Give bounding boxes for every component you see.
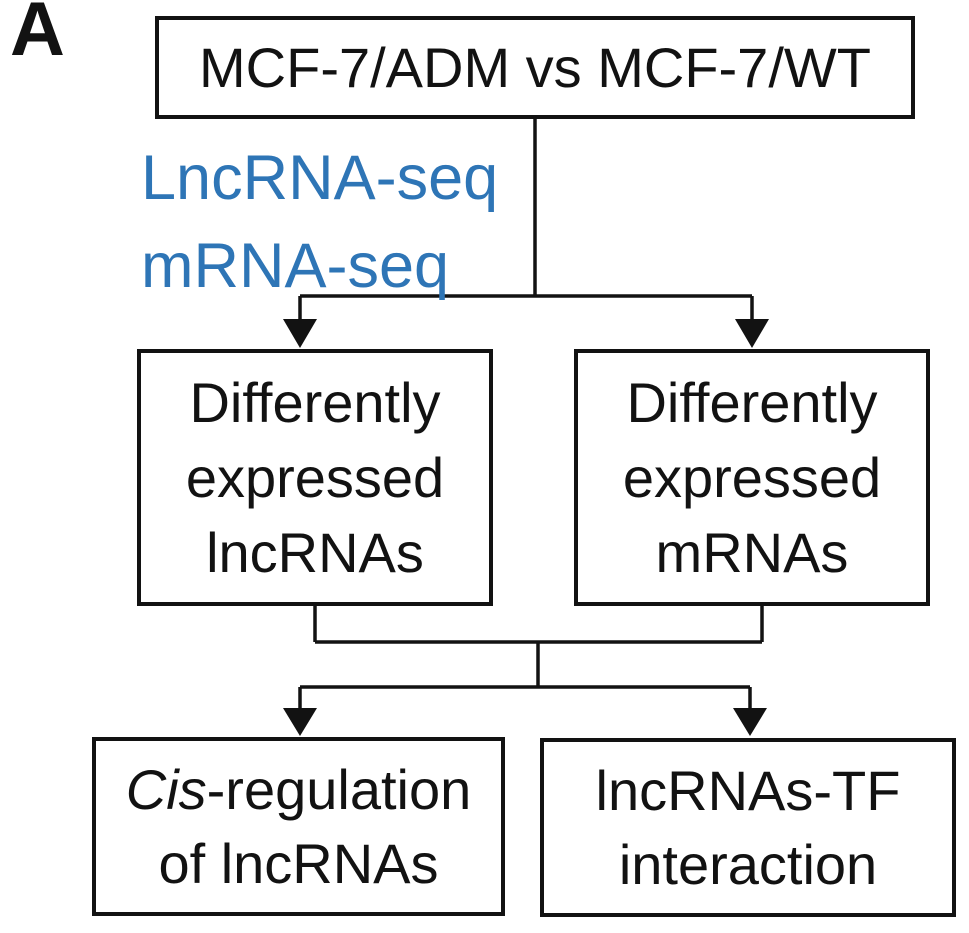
de-mrnas-box: Differently expressed mRNAs <box>574 349 930 606</box>
de-lncrnas-box: Differently expressed lncRNAs <box>137 349 493 606</box>
lncrna-seq-label: LncRNA-seq <box>141 143 499 213</box>
mrna-seq-label: mRNA-seq <box>141 231 450 301</box>
comparison-box: MCF-7/ADM vs MCF-7/WT <box>155 16 915 119</box>
arrow-down-icon <box>283 319 317 348</box>
box-text-line: expressed <box>185 446 445 509</box>
box-text-line: Differently <box>626 371 878 434</box>
box-text-line: lncRNAs <box>206 521 424 584</box>
cis-italic-text: Cis <box>125 757 207 821</box>
box-text-line: of lncRNAs <box>158 831 439 895</box>
arrow-down-icon <box>733 708 767 736</box>
arrow-down-icon <box>283 708 317 736</box>
panel-label: A <box>10 0 66 72</box>
lncrnas-tf-box: lncRNAs-TF interaction <box>540 738 956 917</box>
box-text-line: Differently <box>189 371 441 434</box>
box-text-line: mRNAs <box>655 521 849 584</box>
box-text-line: lncRNAs-TF <box>595 758 901 822</box>
cis-regulation-box: Cis-regulation of lncRNAs <box>92 737 505 916</box>
sequencing-method-labels: LncRNA-seq mRNA-seq <box>141 134 498 310</box>
regulation-text: -regulation <box>206 757 472 821</box>
connector-merge-split <box>298 605 764 711</box>
arrow-down-icon <box>735 319 769 348</box>
box-text-line: interaction <box>618 832 878 896</box>
box-text-line: Cis-regulation <box>126 753 472 827</box>
box-text-line: expressed <box>622 446 882 509</box>
comparison-box-label: MCF-7/ADM vs MCF-7/WT <box>199 36 871 99</box>
connector-top-split <box>298 118 754 323</box>
